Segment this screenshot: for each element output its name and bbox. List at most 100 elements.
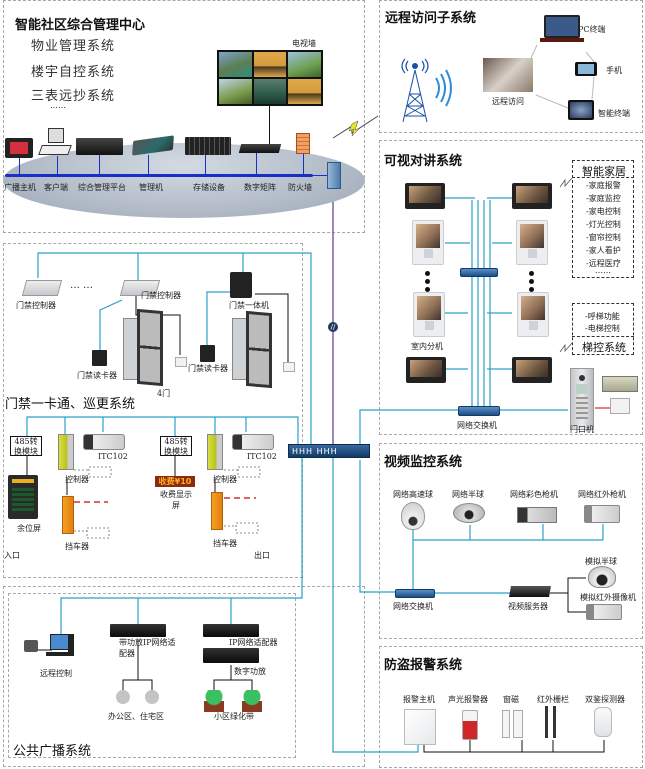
indoor-unit[interactable] (516, 220, 548, 265)
more-dot (425, 287, 430, 292)
storage-device[interactable] (185, 137, 231, 155)
digital-matrix-device[interactable] (238, 144, 282, 153)
exit-button-device[interactable] (610, 398, 630, 414)
ip-adapter-device[interactable] (203, 624, 259, 637)
smart-home-item: -家电控制 (586, 207, 621, 216)
device-label: 存储设备 (193, 183, 225, 192)
card-reader-device[interactable] (92, 350, 107, 366)
fee-display-device[interactable]: 收费¥10 (155, 476, 195, 487)
parking-controller-label: 控制器 (65, 475, 89, 484)
amp-adapter-label: 带功放IP网络适配器 (119, 638, 176, 658)
door-magnet-device[interactable] (513, 710, 523, 738)
siren-device[interactable] (462, 710, 478, 740)
analog-dome-camera[interactable] (588, 566, 616, 588)
smart-home-item: -家人看护 (586, 246, 621, 255)
camera-label: 网络半球 (452, 490, 484, 499)
intercom-switch[interactable] (458, 406, 500, 416)
remote-title: 远程访问子系统 (385, 11, 477, 26)
firewall-device[interactable] (296, 133, 310, 154)
remote-section (379, 0, 643, 133)
parking-controller-device[interactable] (207, 434, 223, 470)
device-drop (99, 155, 100, 175)
elevator-item: -电梯控制 (585, 324, 620, 333)
more-dot (529, 287, 534, 292)
phone-device[interactable] (575, 62, 597, 76)
client-pc-device[interactable] (38, 128, 72, 156)
video-server-device[interactable] (509, 586, 551, 597)
speed-dome-camera[interactable] (401, 502, 425, 530)
zones-right-label: 小区绿化带 (214, 712, 254, 721)
network-dome-camera[interactable] (453, 503, 485, 523)
lpr-camera-device[interactable] (83, 434, 125, 450)
indoor-monitor[interactable] (405, 183, 445, 209)
center-switch-device[interactable] (327, 162, 341, 189)
smart-home-item: -远程医疗 (586, 259, 621, 268)
video-switch[interactable] (395, 589, 435, 598)
device-drop (256, 153, 257, 175)
barrier-gate-device[interactable] (62, 496, 74, 534)
indoor-unit[interactable] (413, 292, 445, 337)
device-drop (57, 156, 58, 175)
access-controller-device[interactable] (21, 280, 63, 296)
door-magnet-device[interactable] (502, 710, 510, 738)
exit-button-device[interactable] (175, 357, 187, 367)
electric-lock-device[interactable] (602, 376, 638, 392)
device-drop (303, 154, 304, 175)
fee-display-label: 收费显示屏 (160, 490, 192, 510)
broadcast-host-device[interactable] (5, 138, 33, 158)
color-bullet-camera[interactable] (517, 507, 557, 523)
door-leaf[interactable] (246, 310, 272, 389)
ir-fence-device[interactable] (545, 706, 548, 738)
ir-fence-device[interactable] (553, 706, 556, 738)
more-dot (529, 279, 534, 284)
indoor-monitor[interactable] (512, 357, 552, 383)
smart-home-item: …… (595, 266, 611, 275)
digital-amp-device[interactable] (203, 648, 259, 663)
indoor-monitor[interactable] (512, 183, 552, 209)
integrated-access-device[interactable] (230, 272, 252, 298)
device-drop (205, 155, 206, 175)
alarm-host-device[interactable] (404, 709, 436, 745)
intercom-upper-switch[interactable] (460, 268, 498, 277)
door-label: 4门 (157, 389, 171, 398)
card-reader-label: 门禁读卡器 (77, 371, 117, 380)
elevator-box (572, 303, 634, 355)
device-label: 客户端 (44, 183, 68, 192)
access-title: 门禁一卡通、巡更系统 (5, 397, 136, 412)
analog-ir-camera[interactable] (586, 604, 622, 620)
alarm-title: 防盗报警系统 (384, 658, 463, 673)
lpr-camera-device[interactable] (232, 434, 274, 450)
barrier-gate-device[interactable] (211, 492, 223, 530)
more-ellipsis: …… (70, 280, 96, 291)
indoor-unit[interactable] (517, 292, 549, 337)
amp-adapter-device[interactable] (110, 624, 166, 637)
card-reader-device[interactable] (200, 345, 215, 362)
exit-button-device[interactable] (283, 362, 295, 372)
device-drop (19, 158, 20, 175)
intercom-switch-label: 网络交换机 (457, 421, 497, 430)
remaining-space-display[interactable] (8, 475, 38, 519)
dual-detector-device[interactable] (594, 707, 612, 737)
door-unit-device[interactable] (570, 368, 594, 430)
pc-terminal-device[interactable] (540, 15, 584, 43)
device-label: 防火墙 (288, 183, 312, 192)
indoor-monitor[interactable] (406, 357, 446, 383)
management-platform-device[interactable] (76, 138, 123, 155)
remote-access-label: 远程访问 (492, 97, 524, 106)
remote-control-pc[interactable] (46, 634, 76, 658)
ceiling-speaker (116, 690, 130, 704)
device-label: 数字矩阵 (244, 183, 276, 192)
parking-controller-device[interactable] (58, 434, 74, 470)
smart-terminal-device[interactable] (568, 100, 594, 120)
more-dot (529, 271, 534, 276)
more-dot (425, 271, 430, 276)
intercom-section (379, 140, 643, 435)
door-leaf[interactable] (137, 308, 163, 387)
camera-label: 网络红外枪机 (578, 490, 626, 499)
tv-wall-label: 电视墙 (292, 39, 316, 48)
indoor-unit[interactable] (412, 220, 444, 265)
conversion-module-box: 485转换模块 (10, 436, 42, 456)
ir-bullet-camera[interactable] (584, 505, 620, 523)
paging-microphone[interactable] (24, 640, 38, 652)
core-switch-device[interactable]: HHH HHH (288, 444, 370, 458)
